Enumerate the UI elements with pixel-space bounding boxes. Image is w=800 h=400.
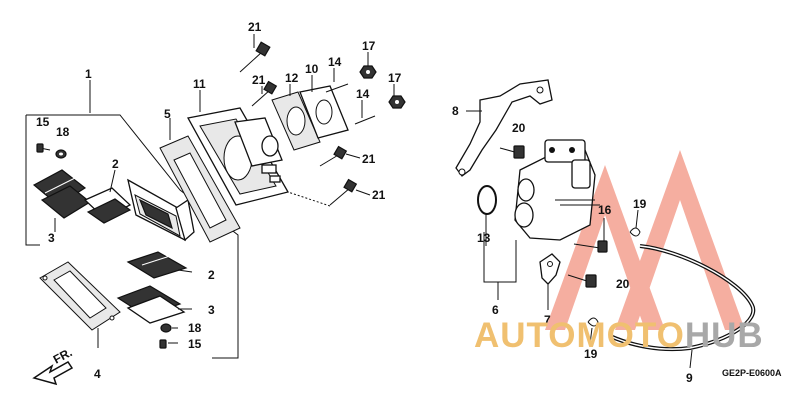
bolt-21-right	[319, 145, 361, 167]
stud-14-upper	[325, 83, 349, 93]
callout-10: 10	[305, 62, 319, 76]
reed-stopper-2-right	[126, 251, 188, 279]
callout-17-upper: 17	[362, 39, 376, 53]
control-lever-7	[539, 253, 561, 285]
callout-8: 8	[452, 104, 459, 118]
bolt-20-upper	[499, 145, 525, 159]
watermark-logo	[545, 150, 745, 330]
callout-16: 16	[598, 203, 612, 217]
o-ring-13	[477, 185, 497, 215]
group-bracket-6	[483, 232, 517, 300]
callout-1: 1	[85, 67, 92, 81]
bolt-21-top	[239, 41, 271, 73]
watermark-text-part2: HUB	[684, 316, 764, 355]
gasket-5	[159, 135, 241, 243]
spacer-10	[299, 85, 349, 139]
callout-21-lower: 21	[372, 188, 386, 202]
screw-15-lower	[159, 339, 167, 349]
callout-6: 6	[492, 303, 499, 317]
nut-17-upper	[359, 65, 377, 79]
nut-18-lower	[160, 323, 172, 333]
callout-18-top: 18	[56, 125, 70, 139]
callout-20-upper: 20	[512, 121, 526, 135]
clip-19-upper	[629, 227, 641, 237]
callout-5: 5	[164, 107, 171, 121]
stud-14-lower	[354, 115, 376, 125]
oil-tube-9	[609, 244, 756, 352]
callout-3-right: 3	[208, 303, 215, 317]
callout-21-top: 21	[248, 20, 262, 34]
callout-4: 4	[94, 367, 101, 381]
reed-petal-3-right	[116, 285, 186, 324]
reed-stopper-2-left	[83, 187, 132, 224]
callout-3-left: 3	[48, 231, 55, 245]
bolt-20-lower	[567, 274, 597, 288]
callout-20-lower: 20	[616, 277, 630, 291]
reed-petal-3-left	[32, 169, 92, 219]
watermark-text: AUTOMOTOHUB	[474, 318, 764, 353]
callout-21-right: 21	[362, 152, 376, 166]
screw-15-top	[36, 143, 51, 153]
callout-labels: 1 15 18 2 3 5 11 2 3 18 15 4 21 21 12 10…	[36, 20, 782, 385]
bracket-8	[455, 79, 553, 177]
gasket-12	[271, 91, 321, 151]
callout-19-upper: 19	[633, 197, 647, 211]
bolt-21-lower	[287, 178, 371, 207]
figure-code: GE2P-E0600A	[722, 368, 782, 378]
callout-15-top: 15	[36, 115, 50, 129]
watermark-text-part1: AUTOMOTO	[474, 316, 685, 355]
front-direction-arrow	[32, 361, 74, 386]
callout-9: 9	[686, 371, 693, 385]
callout-2-top: 2	[112, 157, 119, 171]
callout-14-upper: 14	[328, 55, 342, 69]
callout-21-mid: 21	[252, 73, 266, 87]
callout-12: 12	[285, 71, 299, 85]
bolt-21-mid	[251, 80, 278, 107]
oil-pump-6	[514, 139, 600, 241]
nut-18-top	[55, 149, 67, 159]
callout-11: 11	[193, 77, 206, 91]
callout-17-lower: 17	[388, 71, 402, 85]
callout-14-lower: 14	[356, 87, 370, 101]
nut-17-lower	[388, 95, 406, 109]
callout-2-right: 2	[208, 268, 215, 282]
callout-19-lower: 19	[584, 347, 598, 361]
callout-13: 13	[477, 231, 491, 245]
bolt-16	[573, 240, 608, 253]
callout-15-lower: 15	[188, 337, 202, 351]
clip-19-lower	[587, 317, 599, 327]
callout-18-lower: 18	[188, 321, 202, 335]
leader-lines	[54, 34, 693, 369]
front-direction-label: FR.	[51, 345, 75, 366]
gasket-4	[39, 261, 121, 331]
callout-7: 7	[544, 313, 551, 327]
reed-valve-body	[127, 178, 195, 242]
